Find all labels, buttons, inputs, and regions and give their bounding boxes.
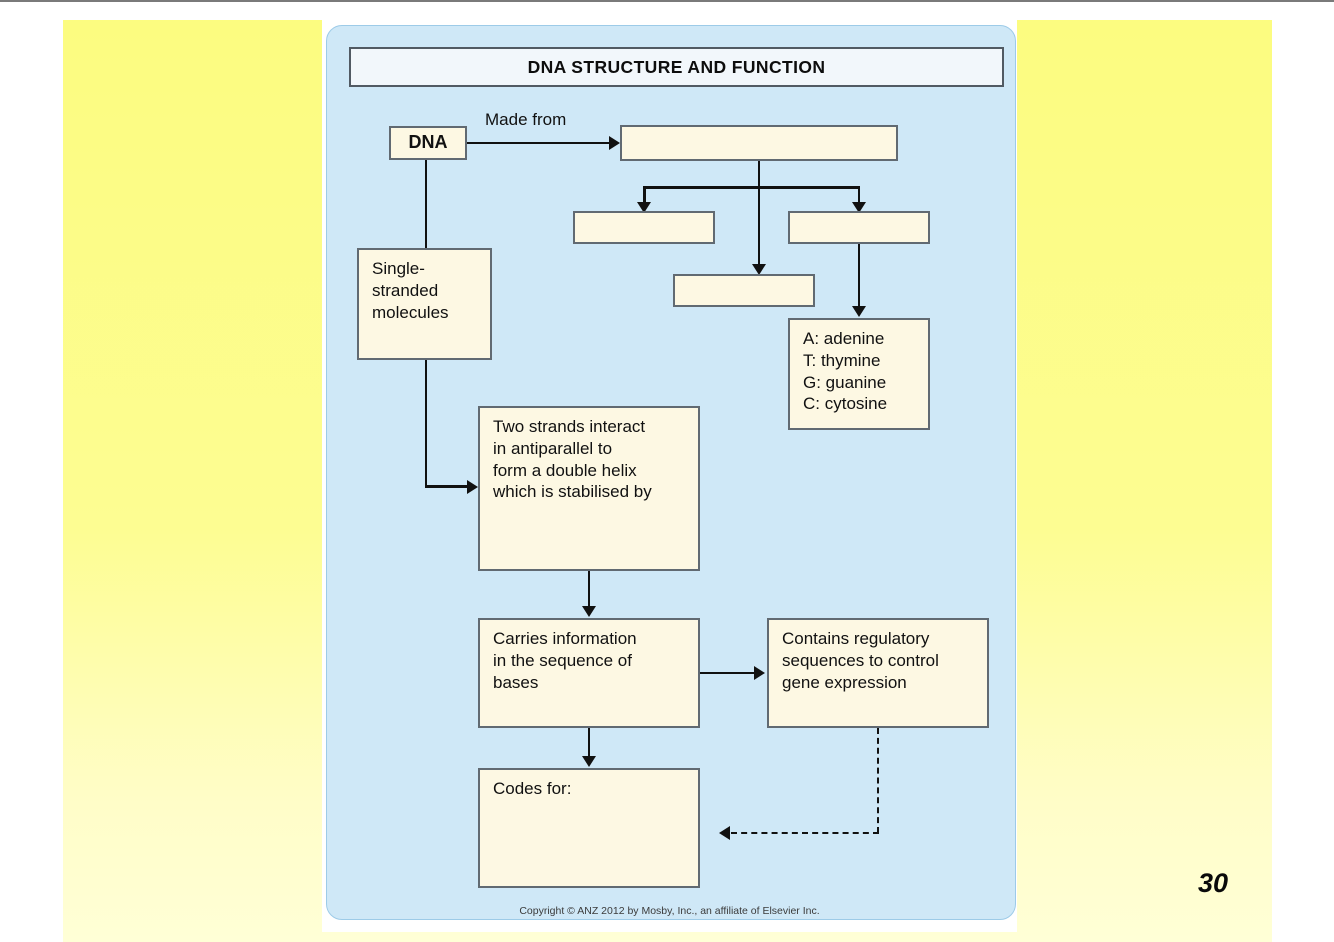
node-two-strands[interactable]: Two strands interact in antiparallel to … [478, 406, 700, 571]
bases-line-t: T: thymine [803, 350, 881, 370]
contains-line-3: gene expression [782, 672, 907, 692]
carries-line-3: bases [493, 672, 539, 692]
connector-branch-bus [643, 186, 860, 189]
connector-phosphate-to-bases [857, 244, 861, 308]
ssm-line-3: molecules [372, 302, 449, 322]
node-sugar[interactable] [573, 211, 715, 244]
node-middle-blank[interactable] [673, 274, 815, 307]
node-codes-for[interactable]: Codes for: [478, 768, 700, 888]
connector-branch-right [857, 186, 861, 204]
arrowhead-two-to-carries [582, 606, 596, 617]
connector-carries-to-codes [587, 728, 591, 757]
carries-line-1: Carries information [493, 629, 637, 648]
edge-label-made-from: Made from [485, 110, 567, 129]
arrowhead-branch-right [852, 202, 866, 213]
figure-title-box: DNA STRUCTURE AND FUNCTION [349, 47, 1004, 87]
page-title: DNA STRUCTURE AND FUNCTION [527, 56, 826, 77]
arrowhead-feedback-to-codes [719, 826, 730, 840]
connector-branch-center [757, 186, 761, 266]
connector-ssm-right [424, 485, 468, 488]
arrowhead-ssm-to-two-strands [467, 480, 478, 494]
copyright-notice: Copyright © ANZ 2012 by Mosby, Inc., an … [519, 905, 820, 917]
arrowhead-carries-to-contains [754, 666, 765, 680]
two-strands-line-2: in antiparallel to [493, 438, 613, 458]
top-divider [0, 0, 1334, 2]
bases-line-g: G: guanine [803, 372, 887, 392]
codes-for-label: Codes for: [493, 779, 572, 798]
arrowhead-branch-left [637, 202, 651, 213]
connector-feedback-vertical [877, 728, 879, 833]
connector-feedback-horizontal [731, 832, 879, 834]
node-nucleotides[interactable] [620, 125, 898, 161]
arrowhead-carries-to-codes [582, 756, 596, 767]
node-single-stranded-molecules[interactable]: Single- stranded molecules [357, 248, 492, 360]
node-phosphate[interactable] [788, 211, 930, 244]
two-strands-line-3: form a double helix [493, 460, 637, 480]
node-bases-list[interactable]: A: adenine T: thymine G: guanine C: cyto… [788, 318, 930, 430]
node-dna[interactable]: DNA [389, 126, 467, 160]
two-strands-line-4: which is stabilised by [493, 482, 652, 502]
bases-line-c: C: cytosine [803, 394, 888, 414]
carries-line-2: in the sequence of [493, 650, 632, 670]
connector-dna-to-nucleotides [467, 141, 609, 145]
node-carries-information[interactable]: Carries information in the sequence of b… [478, 618, 700, 728]
figure-blue-panel: DNA STRUCTURE AND FUNCTION DNA Made from [326, 25, 1016, 920]
bases-line-a: A: adenine [803, 329, 885, 348]
connector-dna-to-ssm [424, 160, 428, 248]
connector-two-to-carries [587, 571, 591, 607]
ssm-line-1: Single- [372, 259, 425, 278]
contains-line-1: Contains regulatory [782, 629, 930, 648]
ssm-line-2: stranded [372, 280, 439, 300]
two-strands-line-1: Two strands interact [493, 417, 646, 436]
contains-line-2: sequences to control [782, 650, 939, 670]
figure-card: DNA STRUCTURE AND FUNCTION DNA Made from [322, 20, 1017, 932]
node-contains-regulatory[interactable]: Contains regulatory sequences to control… [767, 618, 989, 728]
arrowhead-to-bases [852, 306, 866, 317]
connector-branch-left [643, 186, 646, 204]
arrowhead-branch-center [752, 264, 766, 275]
page-number: 30 [1198, 868, 1229, 898]
connector-carries-to-contains [700, 671, 754, 675]
connector-ssm-down [424, 360, 428, 487]
connector-stem-down [757, 161, 761, 209]
arrowhead-dna-to-nucleotides [609, 136, 620, 150]
